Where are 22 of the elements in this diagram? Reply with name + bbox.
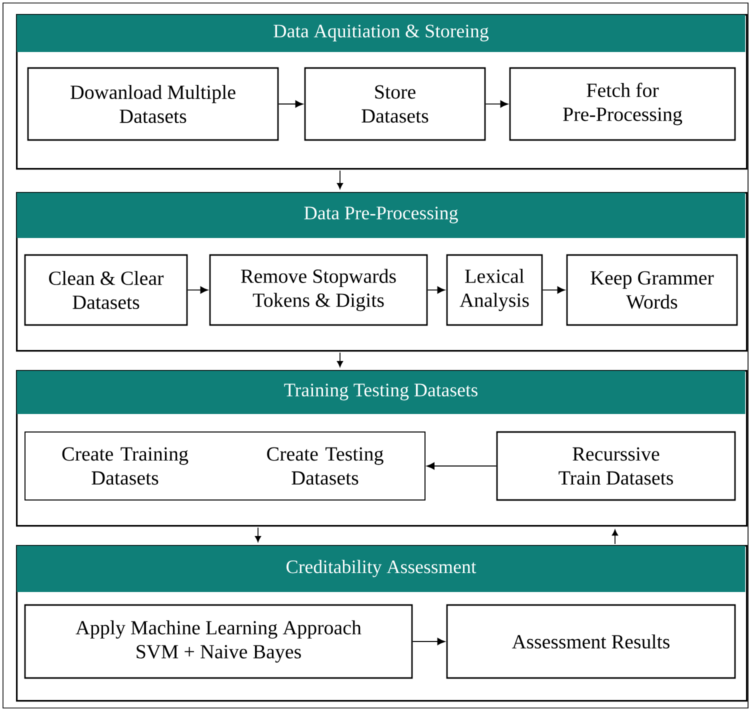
process-box: Assessment Results — [446, 604, 736, 679]
process-box: Store Datasets — [304, 67, 486, 141]
arrow — [336, 170, 344, 190]
arrow — [187, 286, 208, 294]
arrow — [254, 527, 262, 542]
arrow — [612, 530, 618, 544]
arrow — [485, 100, 508, 108]
arrow — [426, 462, 497, 470]
process-box: Keep Grammer Words — [566, 254, 738, 326]
process-box: Remove Stopwards Tokens & Digits — [209, 254, 428, 326]
process-box: Apply Machine Learning Approach SVM + Naive Bayes — [24, 604, 413, 679]
process-box: Clean & Clear Datasets — [24, 254, 188, 326]
arrow — [427, 286, 446, 294]
process-box: Fetch for Pre-Processing — [509, 67, 736, 141]
process-box: Create Training Datasets Create Testing Datasets — [24, 432, 426, 500]
process-box: Lexical Analysis — [446, 254, 543, 326]
process-box: Recurssive Train Datasets — [496, 431, 736, 501]
arrow — [412, 638, 446, 646]
arrow — [542, 286, 566, 294]
arrow — [278, 100, 304, 108]
arrow — [336, 352, 344, 368]
process-box: Dowanload Multiple Datasets — [27, 67, 279, 141]
